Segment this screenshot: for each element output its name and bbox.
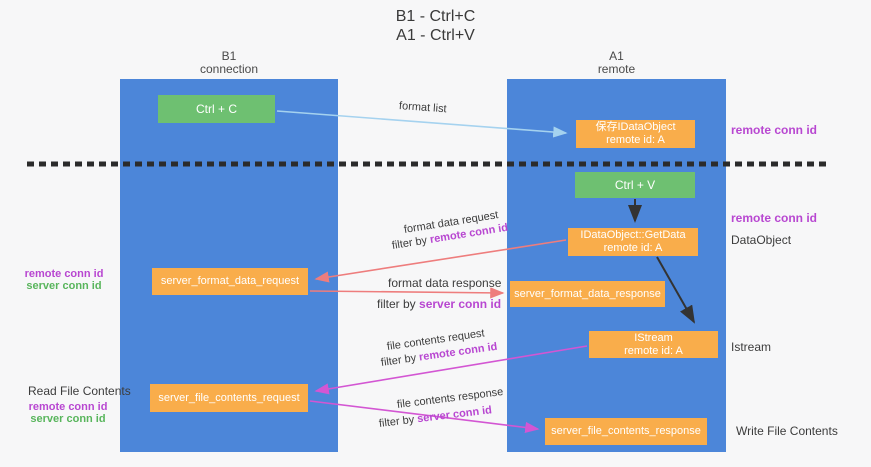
istream-node: IStream remote id: A [589, 331, 718, 358]
format-data-response-filter-label: filter by server conn id [377, 297, 501, 311]
read-file-contents-label: Read File Contents [28, 384, 131, 398]
right-column-role: remote [597, 62, 636, 76]
saved-dataobject-node: 保存IDataObject remote id: A [576, 120, 695, 148]
format-list-label: format list [398, 100, 447, 116]
filter-by-text: filter by [380, 351, 420, 369]
server-file-contents-request-node: server_file_contents_request [150, 384, 308, 412]
server-format-data-response-label: server_format_data_response [514, 287, 661, 300]
filter-by-text: filter by [378, 413, 418, 430]
left-column-header: B1 connection [120, 50, 338, 76]
write-file-contents-label: Write File Contents [736, 424, 838, 438]
left-remote-conn-id-label-1: remote conn id [24, 268, 104, 280]
right-remote-conn-id-label-2: remote conn id [731, 211, 818, 225]
saved-dataobject-line2: remote id: A [606, 134, 665, 146]
ctrl-c-label: Ctrl + C [195, 101, 237, 116]
istream-line1: IStream [634, 331, 673, 344]
server-file-contents-request-label: server_file_contents_request [158, 391, 300, 404]
left-column-name: B1 [221, 49, 237, 63]
diagram-title: B1 - Ctrl+C A1 - Ctrl+V [0, 7, 871, 45]
server-format-data-request-label: server_format_data_request [160, 275, 300, 287]
server-format-data-request-node: server_format_data_request [152, 268, 308, 295]
getdata-node: IDataObject::GetData remote id: A [568, 228, 698, 256]
filter-by-text: filter by [377, 297, 420, 311]
left-column-role: connection [199, 62, 259, 76]
saved-dataobject-line1: 保存IDataObject [595, 121, 676, 133]
server-format-data-response-node: server_format_data_response [510, 281, 665, 307]
server-conn-id-highlight: server conn id [419, 297, 502, 311]
ctrl-v-label: Ctrl + V [614, 177, 656, 192]
server-file-contents-response-label: server_file_contents_response [551, 425, 701, 437]
file-contents-response-filter-label: filter by server conn id [378, 404, 492, 430]
istream-line2: remote id: A [624, 344, 683, 357]
format-data-response-arrow [309, 287, 505, 299]
ctrl-c-node: Ctrl + C [158, 95, 275, 123]
getdata-line2: remote id: A [603, 242, 663, 254]
left-conn-id-labels-1: remote conn id server conn id [18, 268, 110, 292]
diagram-title-line1: B1 - Ctrl+C [395, 8, 476, 25]
filter-by-text: filter by [391, 234, 431, 252]
right-column-header: A1 remote [507, 50, 726, 76]
left-server-conn-id-label-1: server conn id [26, 280, 102, 292]
left-remote-conn-id-label-2: remote conn id [28, 401, 108, 413]
dataobject-label: DataObject [731, 233, 792, 247]
left-server-conn-id-label-2: server conn id [30, 413, 106, 425]
server-file-contents-response-node: server_file_contents_response [545, 418, 707, 445]
ctrl-v-node: Ctrl + V [575, 172, 695, 198]
server-conn-id-highlight: server conn id [416, 404, 493, 426]
diagram-title-line2: A1 - Ctrl+V [396, 27, 475, 44]
format-data-response-label: format data response [388, 276, 502, 290]
right-remote-conn-id-label-1: remote conn id [731, 123, 818, 137]
istream-side-label: Istream [731, 340, 772, 354]
left-conn-id-labels-2: remote conn id server conn id [22, 401, 114, 425]
getdata-line1: IDataObject::GetData [580, 229, 686, 241]
right-column-name: A1 [609, 49, 624, 63]
